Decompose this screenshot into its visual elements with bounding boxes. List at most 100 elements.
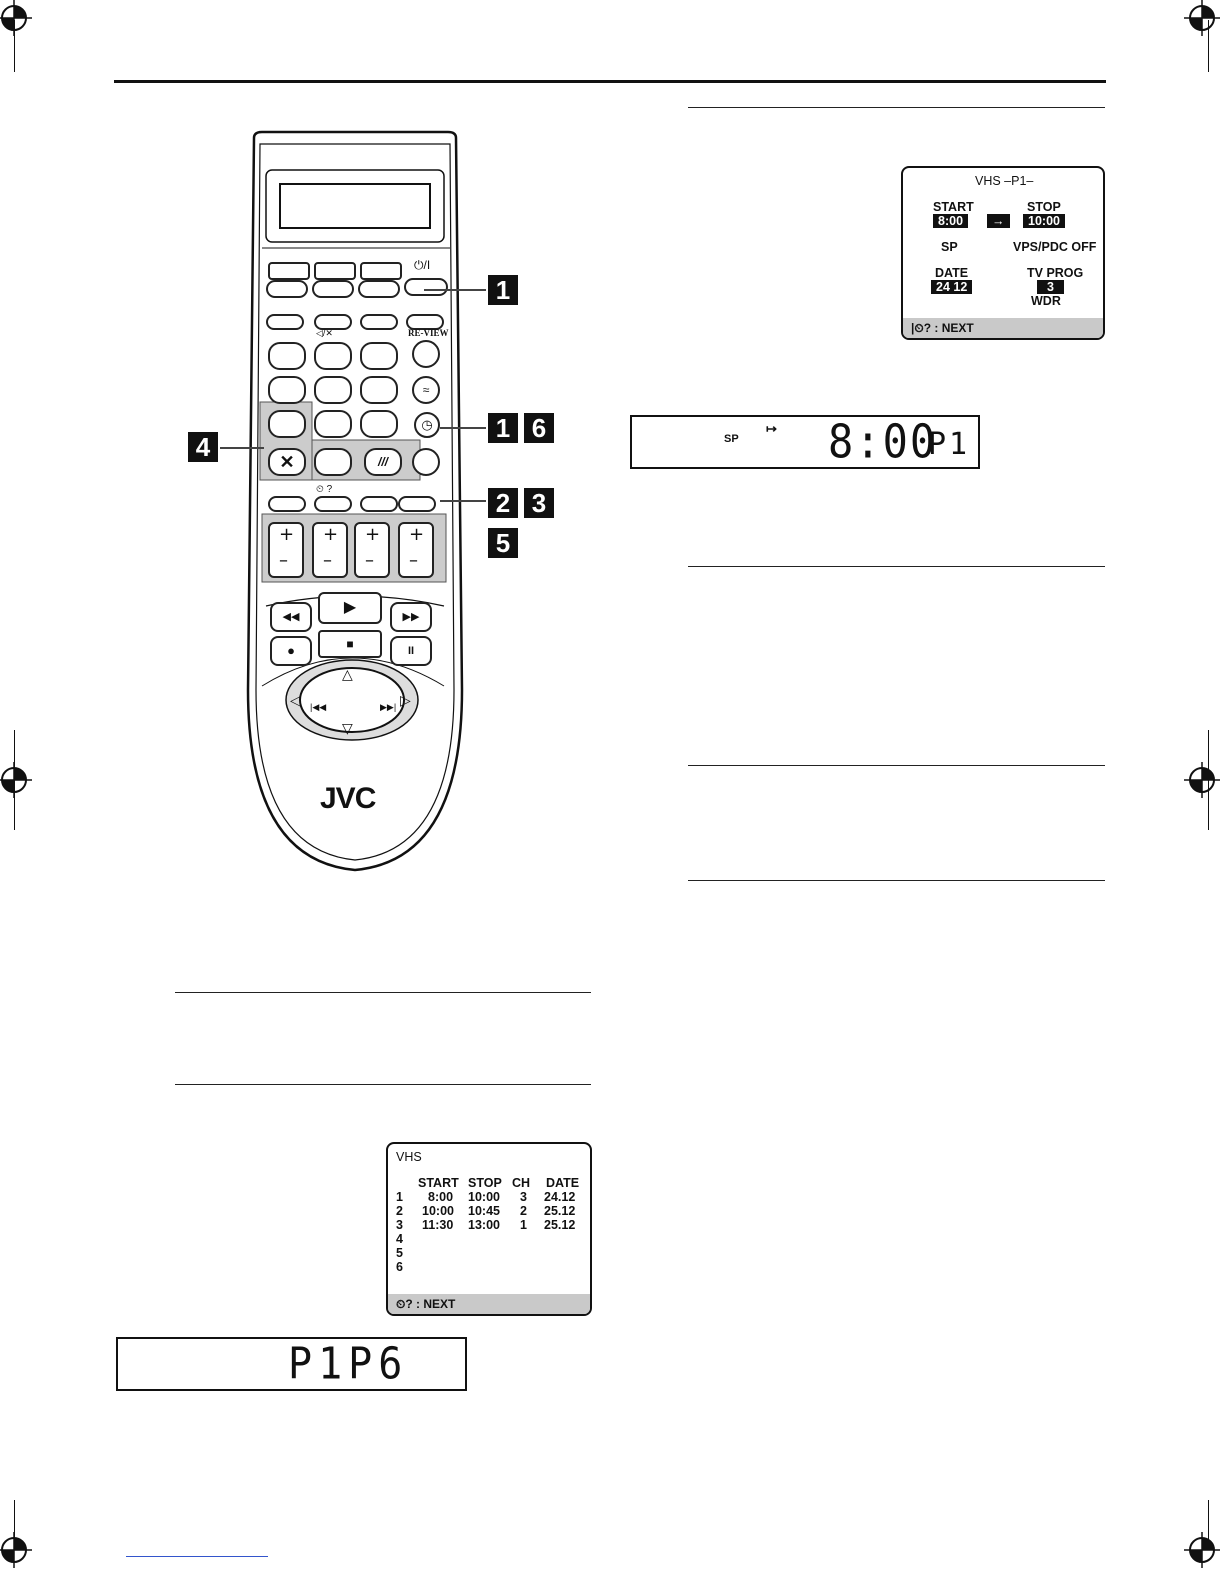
number-key[interactable]	[360, 410, 398, 438]
row-start: 8:00	[428, 1190, 454, 1204]
date-value: 24 12	[931, 280, 973, 294]
wireless-icon: ≈	[422, 383, 430, 397]
row-number: 4	[396, 1232, 403, 1246]
brand-logo: JVC	[320, 782, 376, 815]
remote-button[interactable]	[360, 314, 398, 330]
timer-button[interactable]: ◷	[414, 412, 440, 438]
step-badge: 5	[488, 528, 518, 558]
timer-indicator-icon: ↦	[766, 421, 777, 436]
remote-top-button[interactable]	[266, 280, 308, 298]
crop-line	[14, 20, 15, 72]
row-stop: 13:00	[468, 1218, 500, 1232]
crop-line	[14, 1500, 15, 1540]
col-header-start: START	[418, 1176, 459, 1190]
vps-pdc-status: VPS/PDC OFF	[1013, 240, 1097, 254]
left-arrow-icon[interactable]: ◁	[290, 692, 301, 708]
row-number: 3	[396, 1218, 403, 1232]
row-stop: 10:45	[468, 1204, 500, 1218]
minus-icon: –	[279, 550, 288, 571]
rocker-button[interactable]: +–	[268, 522, 304, 578]
row-stop: 10:00	[468, 1190, 500, 1204]
section-rule	[688, 765, 1105, 766]
registration-mark-icon	[1184, 762, 1220, 798]
leader-line	[440, 500, 486, 502]
section-rule	[175, 992, 591, 993]
row-date: 25.12	[544, 1204, 576, 1218]
step-badge: 6	[524, 413, 554, 443]
row-number: 2	[396, 1204, 403, 1218]
row-number: 6	[396, 1260, 403, 1274]
rocker-button[interactable]: +–	[398, 522, 434, 578]
crop-line	[1208, 20, 1209, 72]
crop-line	[14, 730, 15, 830]
number-key[interactable]	[268, 376, 306, 404]
number-key[interactable]	[314, 342, 352, 370]
row-ch: 2	[520, 1204, 527, 1218]
ok-button[interactable]: ///	[364, 448, 402, 476]
mute-label: ◁/✕	[316, 328, 333, 338]
right-arrow-icon[interactable]: ▷	[400, 692, 411, 708]
remote-top-button[interactable]	[314, 262, 356, 280]
cancel-x-icon: ✕	[279, 452, 295, 472]
row-number: 5	[396, 1246, 403, 1260]
remote-button[interactable]	[314, 314, 352, 330]
row-start: 10:00	[422, 1204, 454, 1218]
number-key[interactable]	[314, 410, 352, 438]
skip-back-icon: |◀◀	[310, 702, 327, 712]
remote-button[interactable]	[268, 496, 306, 512]
station-name: WDR	[1031, 294, 1061, 308]
down-arrow-icon[interactable]: ▽	[342, 720, 353, 736]
review-label: RE-VIEW	[408, 328, 449, 338]
number-key[interactable]	[314, 376, 352, 404]
number-key[interactable]	[360, 376, 398, 404]
vcr-display-bottom: P1P6	[116, 1337, 467, 1391]
number-key[interactable]	[360, 342, 398, 370]
tv-prog-value: 3	[1037, 280, 1064, 294]
remote-top-button[interactable]	[360, 262, 402, 280]
up-arrow-icon[interactable]: △	[342, 666, 353, 682]
plus-icon: +	[323, 524, 339, 545]
rewind-button[interactable]: ◀◀	[270, 602, 312, 632]
registration-mark-icon	[1184, 1532, 1220, 1568]
remote-button[interactable]	[406, 314, 444, 330]
program-readout: P1	[928, 427, 971, 462]
remote-top-button[interactable]	[358, 280, 400, 298]
number-key[interactable]	[314, 448, 352, 476]
wireless-button[interactable]: ≈	[412, 376, 440, 404]
leader-line	[424, 289, 486, 291]
header-rule	[114, 80, 1106, 83]
record-button[interactable]: ●	[270, 636, 312, 666]
program-setup-screen: VHS –P1– START 8:00 → STOP 10:00 SP VPS/…	[901, 166, 1105, 340]
time-readout: 8:00	[828, 414, 938, 469]
play-button[interactable]: ▶	[318, 592, 382, 624]
vcr-display-top: SP ↦ 8:00 P1	[630, 415, 980, 469]
screen-footer: |⏲? : NEXT	[903, 318, 1103, 338]
review-button[interactable]	[412, 340, 440, 368]
remote-button[interactable]	[266, 314, 304, 330]
row-start: 11:30	[422, 1218, 454, 1232]
timer-info-button[interactable]	[314, 496, 352, 512]
remote-button[interactable]	[398, 496, 436, 512]
row-ch: 3	[520, 1190, 527, 1204]
crop-line	[1208, 1500, 1209, 1540]
remote-top-button[interactable]	[268, 262, 310, 280]
row-number: 1	[396, 1190, 403, 1204]
stop-button[interactable]: ■	[318, 630, 382, 658]
step-badge: 1	[488, 275, 518, 305]
pause-button[interactable]: II	[390, 636, 432, 666]
rocker-button[interactable]: +–	[354, 522, 390, 578]
power-button[interactable]	[404, 278, 448, 296]
rocker-button[interactable]: +–	[312, 522, 348, 578]
row-date: 24.12	[544, 1190, 576, 1204]
remote-button[interactable]	[360, 496, 398, 512]
cancel-button[interactable]: ✕	[268, 448, 306, 476]
leader-line	[440, 427, 486, 429]
number-key[interactable]	[268, 342, 306, 370]
fast-forward-button[interactable]: ▶▶	[390, 602, 432, 632]
clock-icon: ◷	[421, 417, 433, 432]
number-key[interactable]	[268, 410, 306, 438]
remote-button[interactable]	[412, 448, 440, 476]
plus-icon: +	[409, 524, 425, 545]
remote-top-button[interactable]	[312, 280, 354, 298]
footer-link-line	[126, 1556, 268, 1557]
